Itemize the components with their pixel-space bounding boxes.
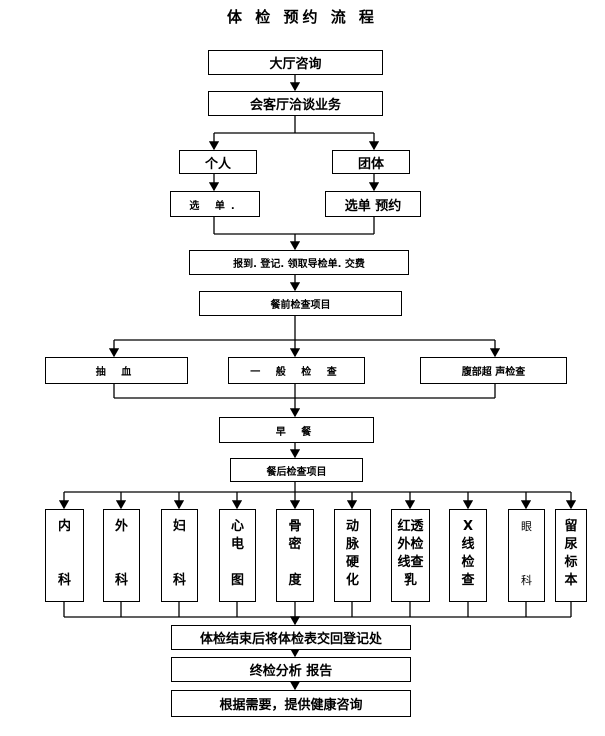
reception-label: 会客厅洽谈业务 xyxy=(249,98,341,113)
post-item-label: X 线 检 查 xyxy=(461,519,475,588)
general-exam-box: 一 般 检 查 xyxy=(228,357,365,384)
lobby-consult-box: 大厅咨询 xyxy=(208,50,383,75)
individual-box: 个人 xyxy=(179,150,257,174)
register-box: 报到. 登记. 领取导检单. 交费 xyxy=(189,250,409,275)
post-item-ecg: 心 电 图 xyxy=(219,509,256,602)
select-group-label: 选单 预约 xyxy=(344,198,402,214)
ultrasound-label: 腹部超 声检查 xyxy=(461,367,526,378)
post-item-label: 心 电 图 xyxy=(230,519,244,588)
individual-label: 个人 xyxy=(204,156,231,172)
register-label: 报到. 登记. 领取导检单. 交费 xyxy=(233,259,365,270)
report-label: 终检分析 报告 xyxy=(249,664,333,679)
consult-label: 根据需要，提供健康咨询 xyxy=(219,698,363,713)
group-box: 团体 xyxy=(332,150,410,174)
finish-label: 体检结束后将体检表交回登记处 xyxy=(199,632,382,647)
post-item-urine-sample: 留 尿 标 本 xyxy=(555,509,587,602)
blood-test-box: 抽 血 xyxy=(45,357,188,384)
pre-meal-box: 餐前检查项目 xyxy=(199,291,402,316)
select-group-box: 选单 预约 xyxy=(325,191,421,217)
select-individual-label: 选 单. xyxy=(189,200,241,212)
post-item-label: 动 脉 硬 化 xyxy=(345,519,359,588)
ultrasound-box: 腹部超 声检查 xyxy=(420,357,567,384)
post-item-label: 留 尿 标 本 xyxy=(564,519,578,588)
post-item-label: 眼 科 xyxy=(521,520,532,587)
post-item-xray: X 线 检 查 xyxy=(449,509,487,602)
breakfast-box: 早 餐 xyxy=(219,417,374,443)
post-item-ophthalmology: 眼 科 xyxy=(508,509,545,602)
post-item-infrared-breast: 红透 外检 线查 乳 xyxy=(391,509,430,602)
lobby-consult-label: 大厅咨询 xyxy=(269,57,322,72)
breakfast-label: 早 餐 xyxy=(275,426,318,438)
group-label: 团体 xyxy=(357,156,384,172)
post-item-arteriosclerosis: 动 脉 硬 化 xyxy=(334,509,371,602)
select-individual-box: 选 单. xyxy=(170,191,260,217)
post-item-label: 妇 科 xyxy=(172,519,186,588)
post-meal-label: 餐后检查项目 xyxy=(266,466,327,478)
report-box: 终检分析 报告 xyxy=(171,657,411,682)
post-item-gynecology: 妇 科 xyxy=(161,509,198,602)
consult-box: 根据需要，提供健康咨询 xyxy=(171,690,411,717)
post-item-label: 红透 外检 线查 乳 xyxy=(397,519,424,588)
post-item-surgery: 外 科 xyxy=(103,509,140,602)
post-item-label: 外 科 xyxy=(114,519,128,588)
post-meal-box: 餐后检查项目 xyxy=(230,458,363,482)
post-item-bone-density: 骨 密 度 xyxy=(276,509,314,602)
general-exam-label: 一 般 检 查 xyxy=(250,367,343,378)
post-item-internal: 内 科 xyxy=(45,509,84,602)
page-title: 体 检 预约 流 程 xyxy=(227,8,378,26)
blood-test-label: 抽 血 xyxy=(95,367,138,378)
finish-box: 体检结束后将体检表交回登记处 xyxy=(171,625,411,650)
pre-meal-label: 餐前检查项目 xyxy=(270,300,331,311)
reception-box: 会客厅洽谈业务 xyxy=(208,91,383,116)
post-item-label: 骨 密 度 xyxy=(288,519,302,588)
post-item-label: 内 科 xyxy=(57,519,71,588)
